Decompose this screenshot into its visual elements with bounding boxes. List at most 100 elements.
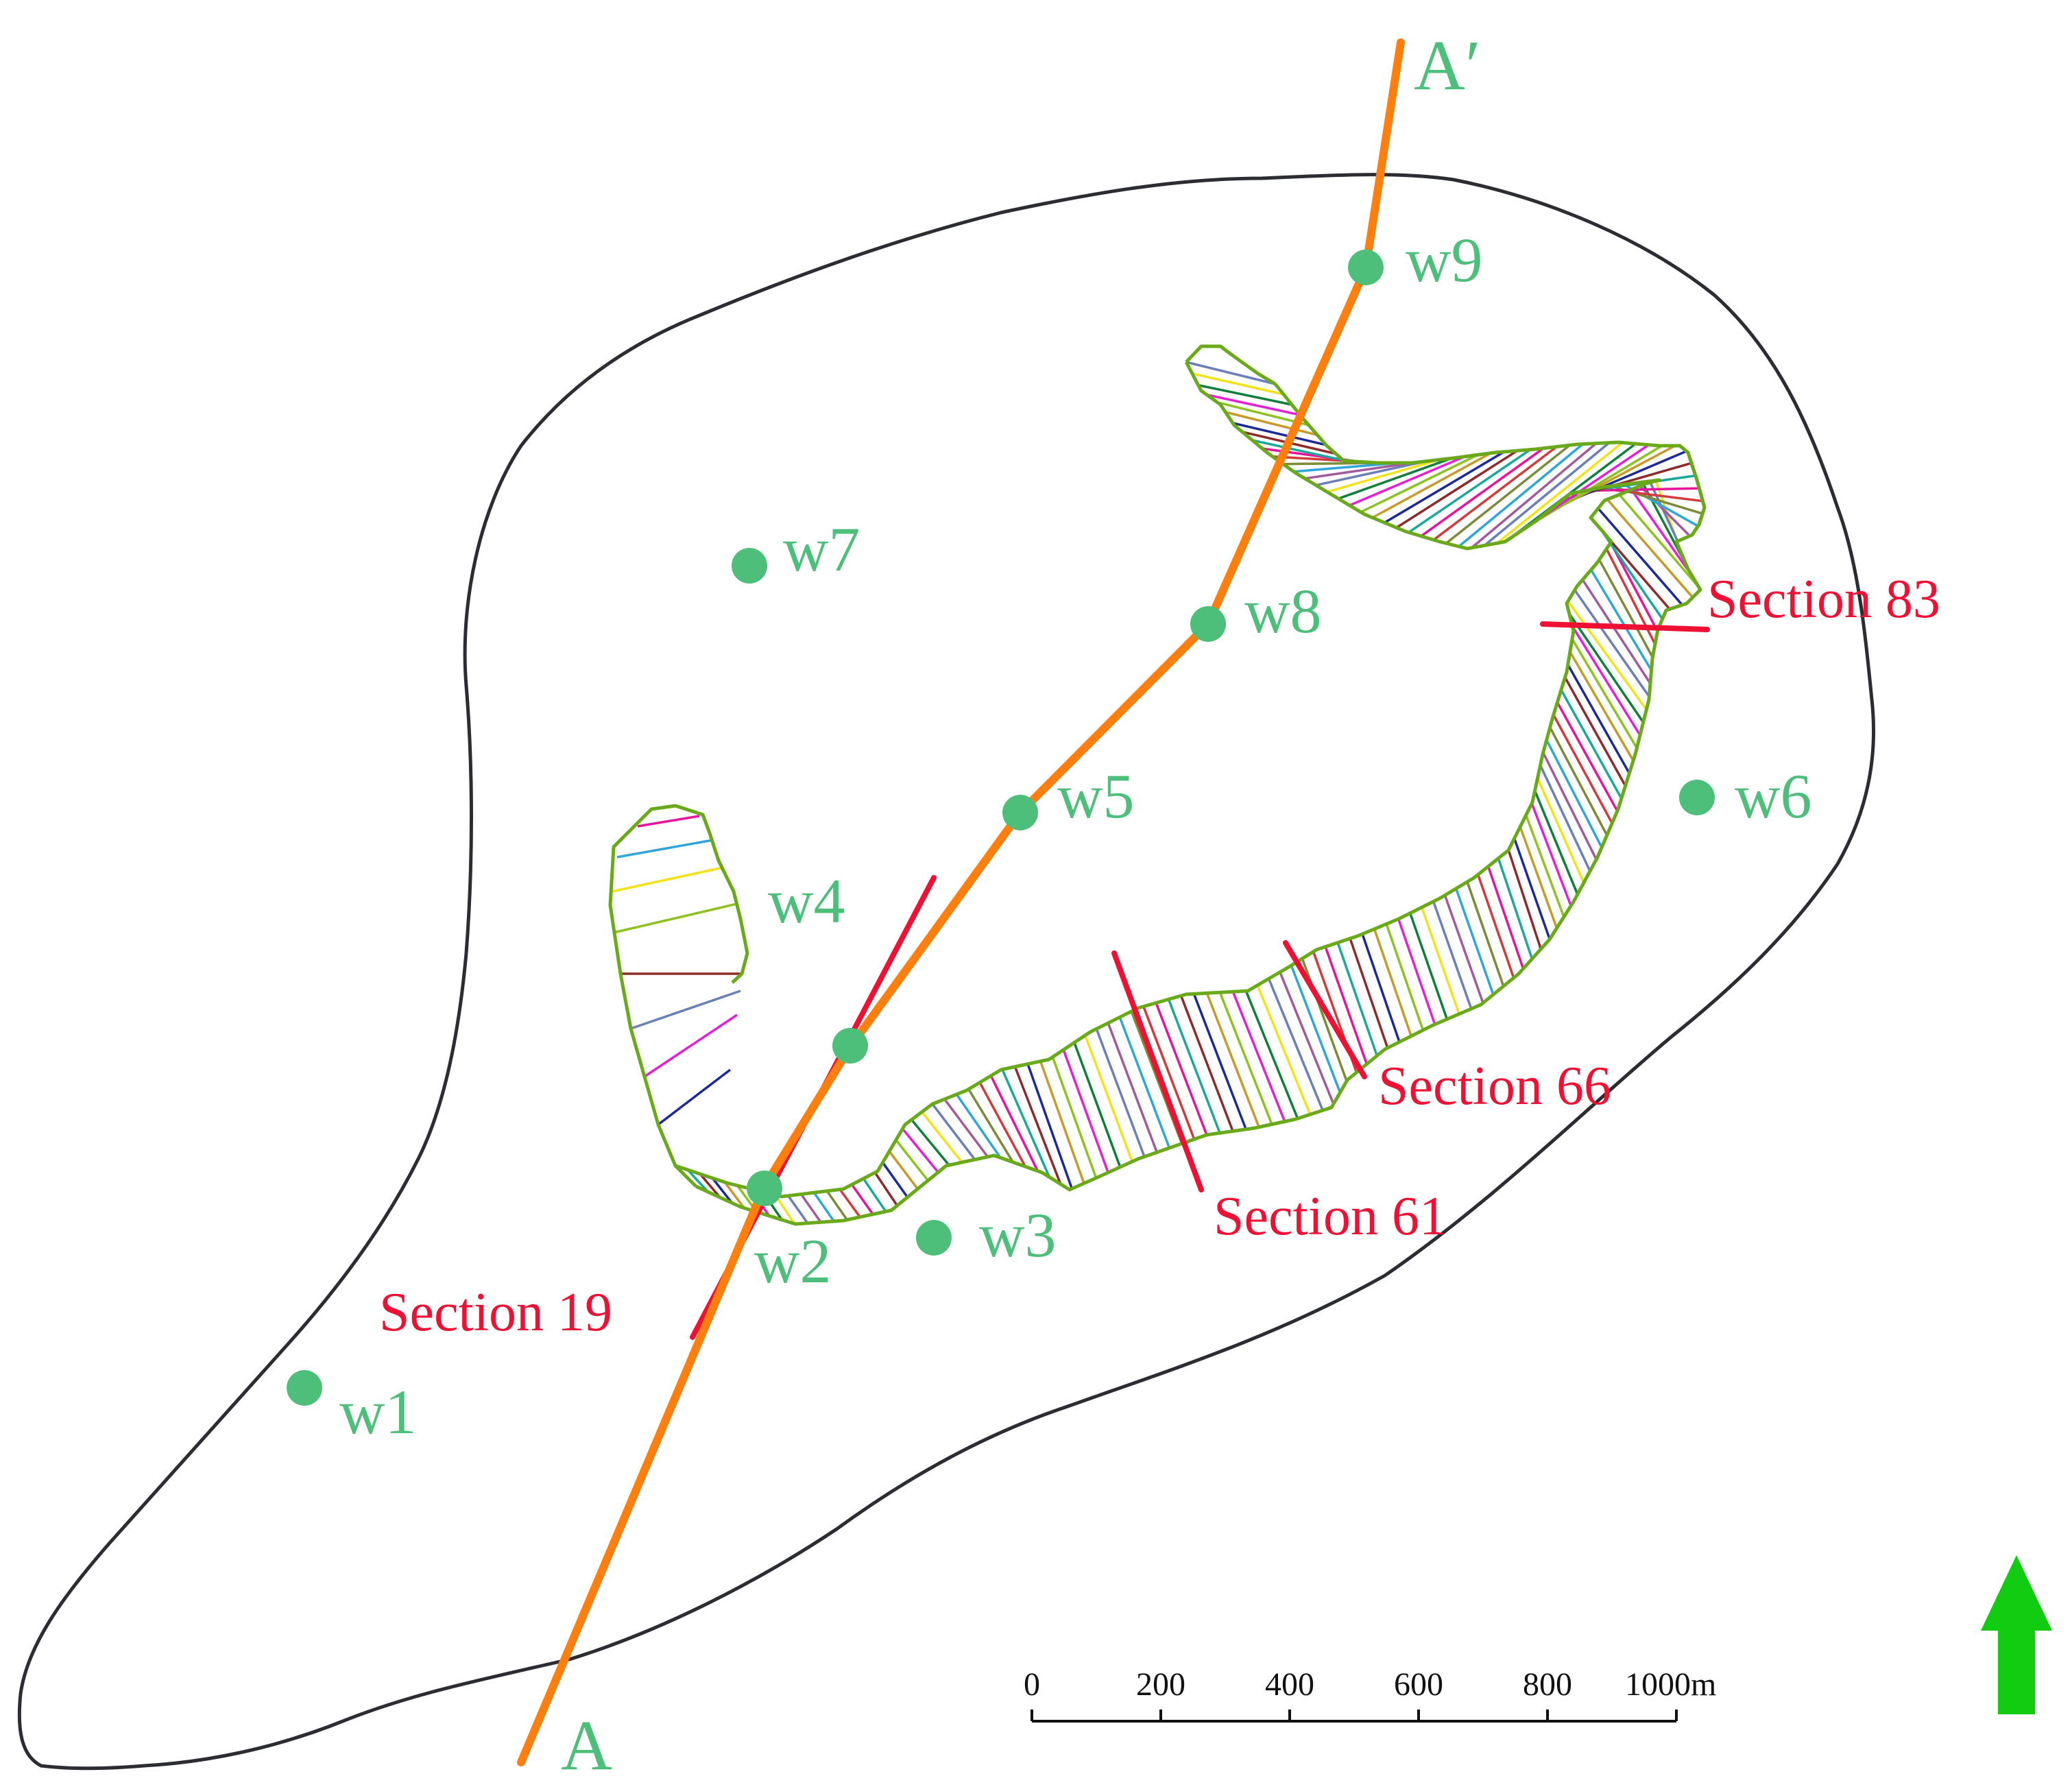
channel-hatch-stroke <box>1218 992 1273 1125</box>
channel-hatch-stroke <box>787 1195 809 1224</box>
channel-hatch-stroke <box>1232 422 1327 446</box>
scale-bar-label: 0 <box>1024 1666 1040 1703</box>
scale-bar: 0 200 400 600 800 1000m <box>1024 1666 1716 1723</box>
scale-bar-label: 1000m <box>1625 1666 1716 1703</box>
channel-hatch-stroke <box>851 1184 874 1215</box>
channel-east-end-border <box>1659 444 1707 536</box>
channel-hatch-stroke <box>1542 752 1598 861</box>
channel-hatch-stroke <box>1539 765 1591 872</box>
channel-hatch-stroke <box>799 1193 822 1223</box>
channel-hatch-stroke <box>1338 457 1452 500</box>
channel-hatch-stroke <box>902 1127 939 1173</box>
channel-hatch-stroke <box>1001 1068 1051 1178</box>
channel-hatch-stroke <box>1564 677 1627 787</box>
well-w7-marker <box>732 548 767 584</box>
channel-hatch-stroke <box>1095 1028 1146 1158</box>
channel-hatch-stroke <box>1316 460 1426 487</box>
channel-hatch-stroke <box>1597 507 1683 606</box>
well-w1-label: w1 <box>339 1377 416 1447</box>
section-19-label: Section 19 <box>379 1282 612 1343</box>
channel-hatch-stroke <box>1530 803 1572 907</box>
channel-hatch-stroke <box>630 990 741 1030</box>
channel-hatch-stroke <box>882 1162 908 1198</box>
well-w9-marker <box>1348 250 1384 285</box>
channel-hatch-stroke <box>1225 411 1318 436</box>
channel-hatch-stroke <box>1630 488 1694 577</box>
channel-hatch-stroke <box>1536 777 1585 884</box>
channel-hatch-stroke <box>1636 481 1691 537</box>
channel-hatch-stroke <box>774 1194 796 1225</box>
channel-hatch-stroke <box>1519 826 1558 929</box>
scale-bar-label: 200 <box>1136 1666 1185 1703</box>
channel-hatch-stroke <box>1205 992 1260 1128</box>
well-w2-label: w2 <box>754 1226 831 1296</box>
channel-hatch-stroke <box>1192 993 1247 1130</box>
channel-hatch-stroke <box>1349 455 1465 507</box>
channel-hatch-stroke <box>1486 865 1525 970</box>
channel-hatch-stroke <box>1618 494 1700 589</box>
scale-bar-label: 400 <box>1265 1666 1314 1703</box>
channel-hatch-stroke <box>1397 918 1436 1025</box>
channel-hatch-stroke <box>686 1168 709 1193</box>
section-83-label: Section 83 <box>1707 569 1940 629</box>
channel-hatching <box>612 361 1703 1225</box>
channel-hatch-stroke <box>1471 442 1598 549</box>
channel-hatch-stroke <box>1556 701 1619 812</box>
channel-hatch-stroke <box>1192 372 1284 396</box>
channel-hatch-stroke <box>839 1188 861 1218</box>
profile-line-a-a-prime <box>517 38 1405 1766</box>
channel-hatch-stroke <box>1497 858 1534 959</box>
channel-hatch-stroke <box>1421 907 1460 1015</box>
channel-hatch-stroke <box>711 1177 733 1204</box>
channel-hatch-stroke <box>1385 923 1425 1031</box>
channel-hatch-stroke <box>1533 790 1579 895</box>
channel-hatch-stroke <box>1395 449 1518 529</box>
channel-hatch-stroke <box>1327 458 1439 494</box>
wells <box>287 250 1715 1406</box>
channel-hatch-stroke <box>1432 901 1473 1009</box>
channel-hatch-stroke <box>931 1103 976 1161</box>
channel-hatch-stroke <box>874 1172 898 1207</box>
channel-hatch-stroke <box>1606 499 1694 599</box>
channel-hatch-stroke <box>1349 938 1389 1048</box>
channel-hatch-stroke <box>1301 958 1348 1082</box>
channel-hatch-stroke <box>1373 928 1412 1037</box>
channel-hatch-stroke <box>862 1177 887 1212</box>
channel-hatch-stroke <box>1231 991 1286 1123</box>
north-arrow-icon <box>1981 1555 2052 1714</box>
channel-hatch-stroke <box>1336 942 1378 1057</box>
well-w5-label: w5 <box>1057 761 1134 831</box>
channel-hatch-stroke <box>1361 933 1401 1043</box>
channel-hatch-stroke <box>1118 1016 1171 1149</box>
section-61-label: Section 61 <box>1214 1186 1447 1247</box>
section-66-label: Section 66 <box>1378 1056 1611 1116</box>
channel-hatch-stroke <box>1552 714 1613 824</box>
channel-west-tip-border <box>608 804 749 1188</box>
channel-hatch-stroke <box>943 1098 989 1158</box>
channel-hatch-stroke <box>1324 946 1369 1065</box>
scale-bar-label: 800 <box>1523 1666 1572 1703</box>
channel-hatch-stroke <box>1107 1022 1158 1153</box>
channel-hatch-stroke <box>1198 383 1292 406</box>
channel-hatch-stroke <box>955 1093 1002 1159</box>
channel-hatch-stroke <box>1185 361 1276 385</box>
channel-hatch-stroke <box>613 902 738 934</box>
channel-hatch-stroke <box>1432 446 1558 541</box>
channel-hatch-stroke <box>1560 689 1623 800</box>
channel-hatch-stroke <box>1256 985 1312 1115</box>
channel-outer-border <box>695 383 1707 1226</box>
channel-hatch-stroke <box>1206 393 1301 416</box>
channel-hatch-stroke <box>644 1014 738 1078</box>
channel-hatch-stroke <box>657 1068 732 1126</box>
channel-hatch-stroke <box>967 1088 1014 1163</box>
channel-hatch-stroke <box>1279 971 1335 1105</box>
channel-hatch-stroke <box>1477 874 1515 979</box>
channel-hatch-stroke <box>1598 559 1654 658</box>
channel-hatch-stroke <box>1084 1035 1133 1162</box>
profile-end-label: A′ <box>1414 26 1481 105</box>
channel-hatch-stroke <box>1062 1049 1109 1173</box>
channel-hatch-stroke <box>1496 442 1624 544</box>
channel-hatch-stroke <box>699 1173 721 1199</box>
channel-hatch-stroke <box>1013 1066 1062 1185</box>
